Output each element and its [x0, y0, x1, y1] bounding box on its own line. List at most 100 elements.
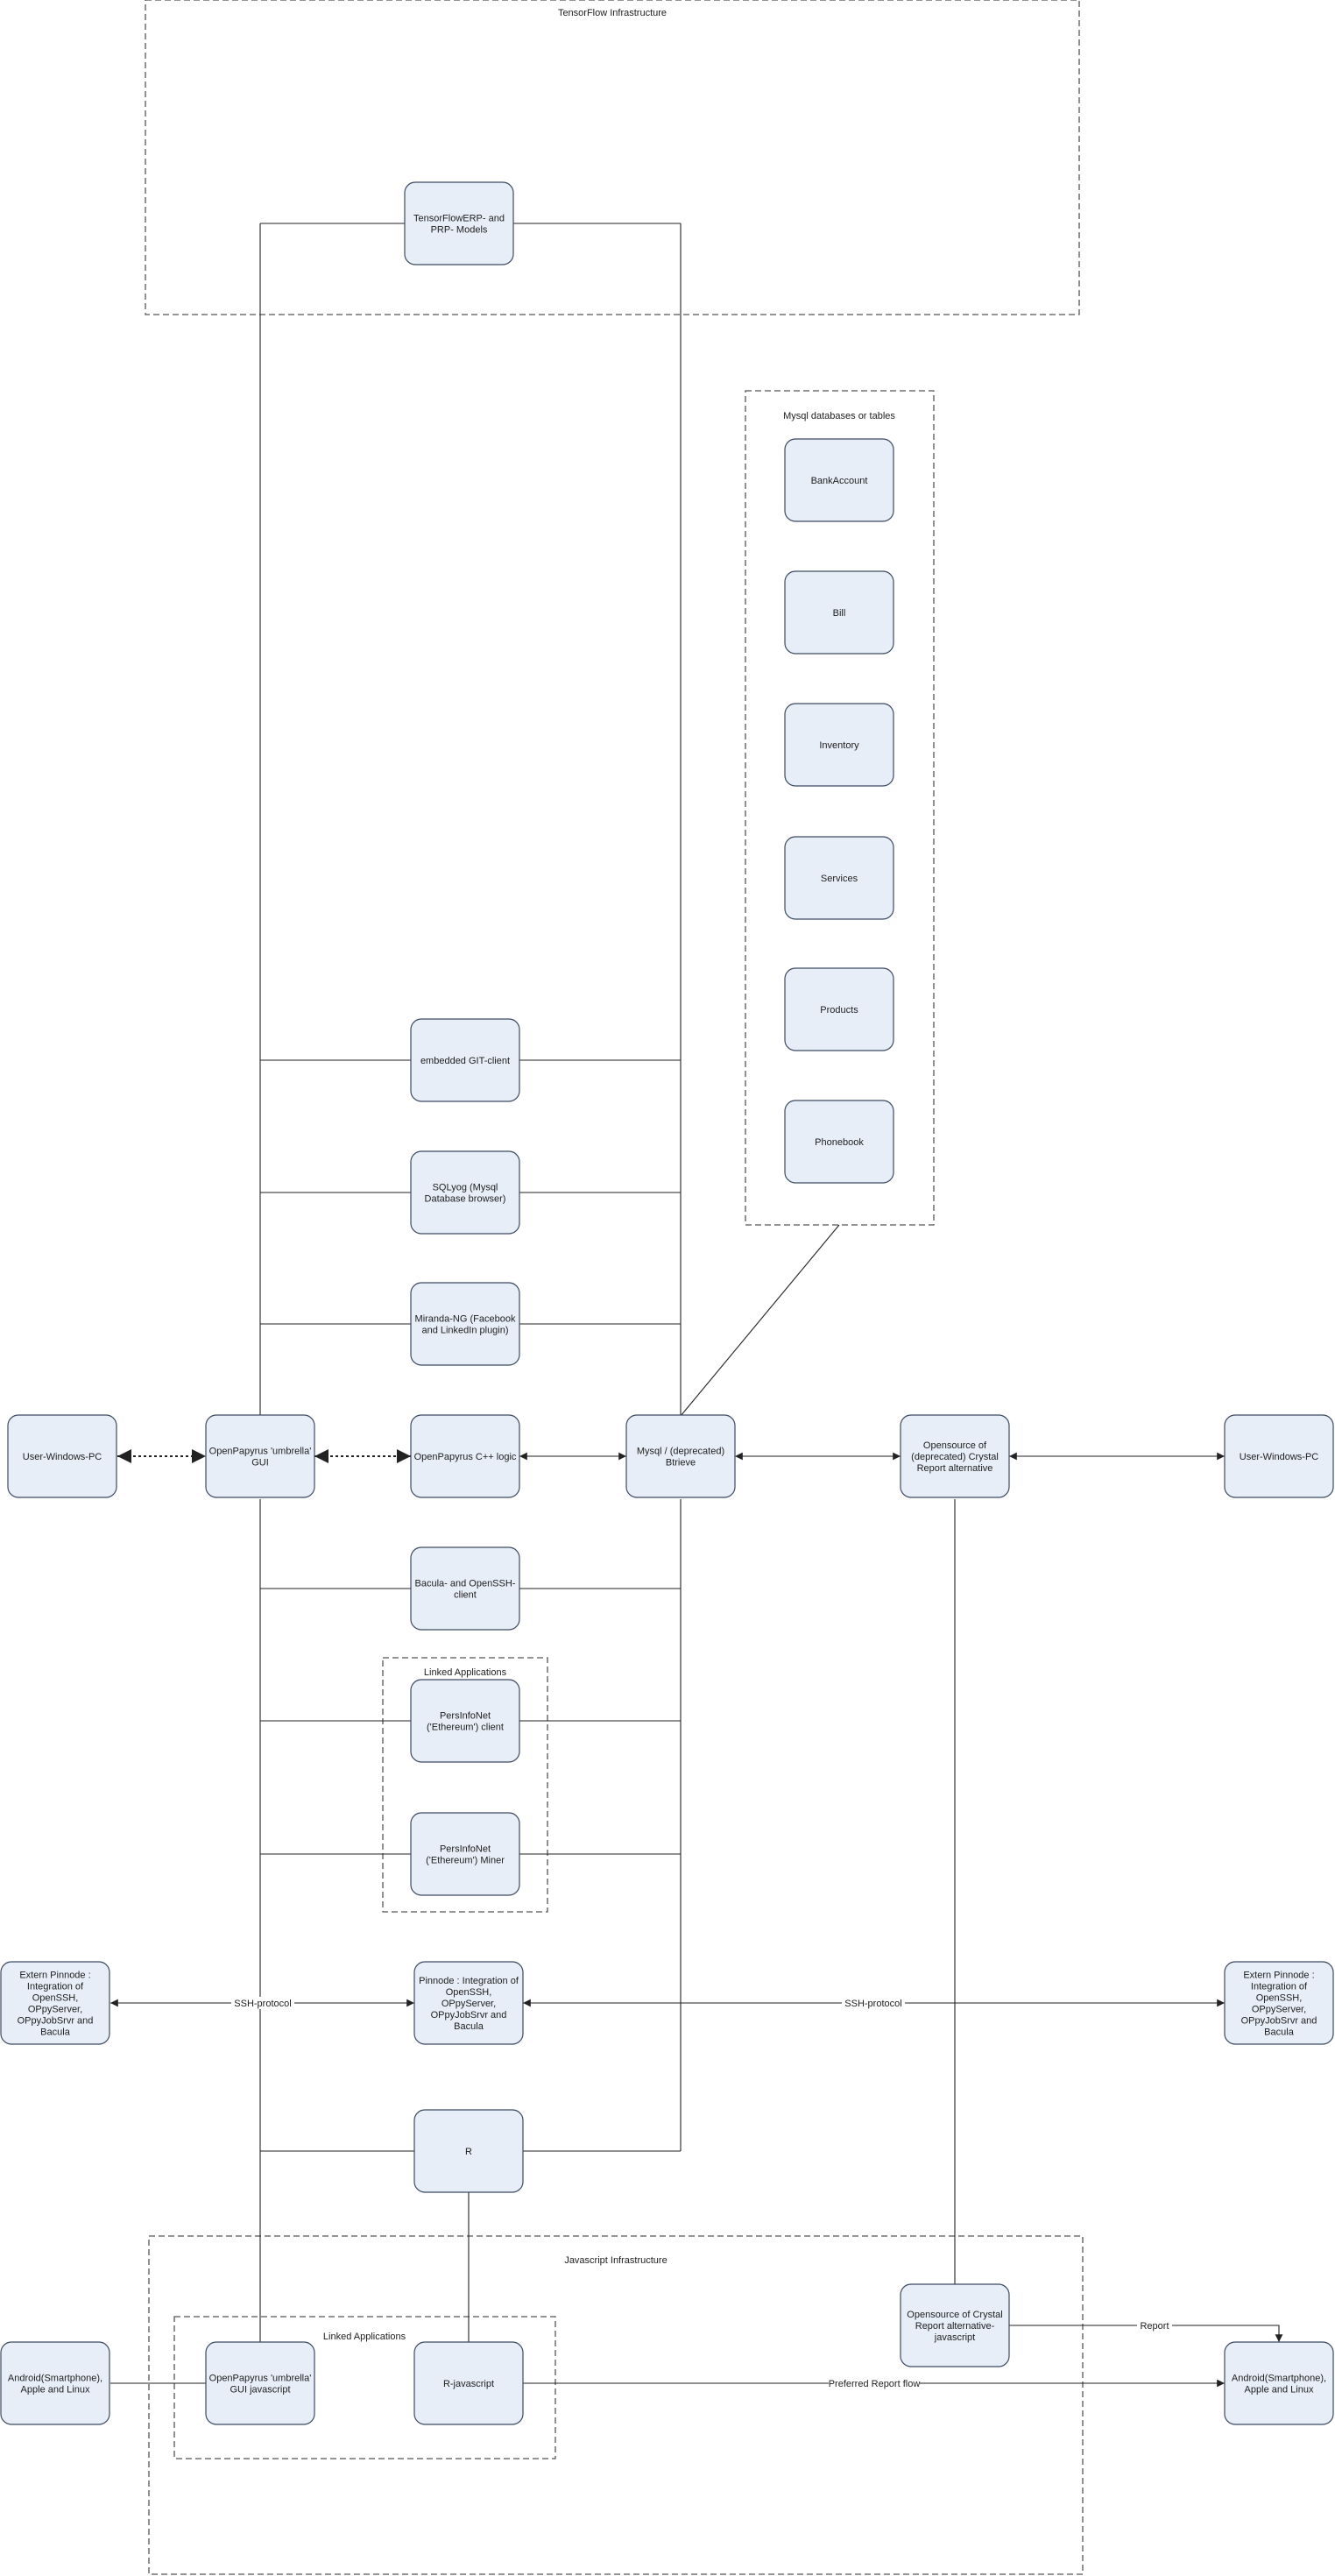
- node-label-line: TensorFlowERP- and: [413, 214, 505, 224]
- node-label-line: Bacula: [40, 2028, 71, 2038]
- node-label-line: Database browser): [425, 1194, 506, 1205]
- node-services[interactable]: Services: [784, 836, 894, 920]
- node-pinnode[interactable]: Pinnode : Integration ofOpenSSH,OPpyServ…: [413, 1961, 524, 2045]
- node-label-line: OPpyJobSrvr and: [18, 2016, 94, 2027]
- node-crystal-report[interactable]: Opensource of(deprecated) CrystalReport …: [900, 1414, 1010, 1498]
- node-gui-js[interactable]: OpenPapyrus 'umbrella'GUI javascript: [205, 2341, 315, 2425]
- node-label-line: Mysql / (deprecated): [637, 1447, 724, 1457]
- node-label-line: (deprecated) Crystal: [911, 1452, 999, 1462]
- node-box: [0, 2341, 110, 2425]
- node-label-line: OPpyJobSrvr and: [431, 2010, 507, 2020]
- node-bank-account[interactable]: BankAccount: [784, 438, 894, 522]
- node-label-line: Bacula- and OpenSSH-: [415, 1579, 516, 1589]
- node-box: [1224, 1414, 1334, 1498]
- node-label-line: Extern Pinnode :: [19, 1971, 90, 1981]
- node-box: [410, 1150, 520, 1235]
- node-box: [1224, 1961, 1334, 2045]
- node-cpp-logic[interactable]: OpenPapyrus C++ logic: [410, 1414, 520, 1498]
- edge-label-report: Report: [1137, 2319, 1172, 2332]
- node-label-line: Phonebook: [815, 1137, 864, 1148]
- node-box: [7, 1414, 117, 1498]
- node-label-line: SQLyog (Mysql: [433, 1183, 498, 1193]
- node-label-line: Services: [821, 874, 858, 884]
- svg-text:Report: Report: [1140, 2321, 1169, 2332]
- node-user-pc-left[interactable]: User-Windows-PC: [7, 1414, 117, 1498]
- node-label-line: BankAccount: [811, 476, 868, 486]
- edges: [110, 223, 1283, 2388]
- node-label-line: Bacula: [454, 2021, 484, 2032]
- node-extern-pinnode-right[interactable]: Extern Pinnode :Integration ofOpenSSH,OP…: [1224, 1961, 1334, 2045]
- node-inventory[interactable]: Inventory: [784, 703, 894, 787]
- node-box: [205, 1414, 315, 1498]
- node-label-line: Integration of: [1251, 1982, 1308, 1992]
- node-label-line: Products: [820, 1005, 858, 1016]
- node-box: [413, 2341, 524, 2425]
- node-box: [900, 1414, 1010, 1498]
- node-mysql-btrieve[interactable]: Mysql / (deprecated)Btrieve: [625, 1414, 736, 1498]
- node-r[interactable]: R: [413, 2109, 524, 2193]
- node-box: [410, 1282, 520, 1366]
- edge-label-ssh-right: SSH-protocol: [842, 1997, 905, 2009]
- node-label-line: client: [454, 1590, 477, 1601]
- node-label-line: Opensource of: [923, 1440, 987, 1451]
- node-label-line: OpenPapyrus C++ logic: [414, 1452, 517, 1462]
- svg-text:SSH-protocol: SSH-protocol: [844, 1999, 901, 2009]
- node-bill[interactable]: Bill: [784, 570, 894, 655]
- node-bacula-client[interactable]: Bacula- and OpenSSH-client: [410, 1546, 520, 1631]
- node-box: [413, 1961, 524, 2045]
- group-mysql-tables: Mysql databases or tables: [745, 390, 935, 1226]
- group-label-linked-apps-js: Linked Applications: [323, 2332, 406, 2342]
- node-extern-pinnode-left[interactable]: Extern Pinnode :Integration ofOpenSSH,OP…: [0, 1961, 110, 2045]
- group-label-linked-apps: Linked Applications: [424, 1667, 507, 1678]
- node-label-line: OpenSSH,: [446, 1987, 492, 1998]
- node-label-line: Miranda-NG (Facebook: [415, 1314, 516, 1325]
- node-box: [410, 1679, 520, 1763]
- node-label-line: Pinnode : Integration of: [419, 1976, 519, 1986]
- node-box: [784, 438, 894, 522]
- node-products[interactable]: Products: [784, 967, 894, 1051]
- node-label-line: R-javascript: [443, 2379, 494, 2389]
- group-javascript: Javascript Infrastructure: [148, 2235, 1084, 2575]
- node-label-line: OpenPapyrus 'umbrella': [209, 1447, 312, 1457]
- node-label-line: OPpyServer,: [1252, 2005, 1306, 2015]
- group-label-javascript: Javascript Infrastructure: [564, 2255, 667, 2266]
- node-persinfo-miner[interactable]: PersInfoNet('Ethereum') Miner: [410, 1812, 520, 1896]
- node-box: [410, 1812, 520, 1896]
- node-box: [784, 703, 894, 787]
- node-label-line: Extern Pinnode :: [1243, 1971, 1314, 1981]
- svg-text:SSH-protocol: SSH-protocol: [234, 1999, 291, 2009]
- node-label-line: Report alternative-: [915, 2321, 995, 2332]
- node-box: [784, 1100, 894, 1184]
- node-box: [410, 1546, 520, 1631]
- node-label-line: GUI javascript: [230, 2385, 290, 2396]
- node-label-line: embedded GIT-client: [420, 1056, 510, 1066]
- node-android-left[interactable]: Android(Smartphone),Apple and Linux: [0, 2341, 110, 2425]
- node-label-line: PRP- Models: [431, 225, 488, 236]
- node-persinfo-client[interactable]: PersInfoNet('Ethereum') client: [410, 1679, 520, 1763]
- group-linked-apps-js: Linked Applications: [173, 2316, 556, 2459]
- node-user-pc-right[interactable]: User-Windows-PC: [1224, 1414, 1334, 1498]
- node-git-client[interactable]: embedded GIT-client: [410, 1018, 520, 1102]
- node-openpapyrus-gui[interactable]: OpenPapyrus 'umbrella'GUI: [205, 1414, 315, 1498]
- group-label-mysql-tables: Mysql databases or tables: [783, 411, 895, 421]
- node-label-line: Bill: [833, 608, 846, 619]
- node-label-line: R: [465, 2147, 472, 2157]
- node-android-right[interactable]: Android(Smartphone),Apple and Linux: [1224, 2341, 1334, 2425]
- node-label-line: Android(Smartphone),: [1232, 2374, 1326, 2384]
- node-r-js[interactable]: R-javascript: [413, 2341, 524, 2425]
- node-label-line: GUI: [251, 1458, 269, 1468]
- node-label-line: User-Windows-PC: [1240, 1452, 1319, 1462]
- node-label-line: Integration of: [27, 1982, 84, 1992]
- node-label-line: Report alternative: [917, 1463, 993, 1474]
- node-box: [784, 967, 894, 1051]
- node-label-line: PersInfoNet: [440, 1844, 491, 1855]
- edge-label-preferred: Preferred Report flow: [829, 2377, 920, 2389]
- node-box: [410, 1414, 520, 1498]
- node-phonebook[interactable]: Phonebook: [784, 1100, 894, 1184]
- node-label-line: ('Ethereum') Miner: [426, 1856, 505, 1866]
